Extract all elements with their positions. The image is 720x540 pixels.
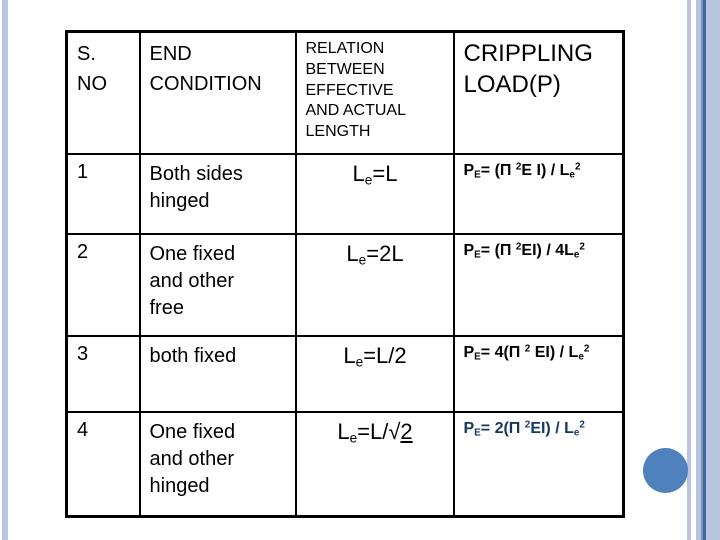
accent-circle <box>643 448 688 493</box>
left-edge-stripe <box>2 0 8 540</box>
header-cell-relation: RELATION BETWEEN EFFECTIVE AND ACTUAL LE… <box>294 30 455 155</box>
cell-r2-relation: Le=2L <box>294 232 455 337</box>
cell-r3-sno: 3 <box>65 334 141 413</box>
header-cell-sno: S. NO <box>65 30 141 155</box>
table-row-1: 1 Both sides hinged Le=L PE= (Π 2E I) / … <box>65 152 625 235</box>
header-cell-crippling-load: CRIPPLING LOAD(P) <box>452 30 625 155</box>
right-edge-stripe <box>687 0 691 540</box>
right-edge-band <box>696 0 720 540</box>
header-cell-end-condition: END CONDITION <box>138 30 297 155</box>
end-condition-table: S. NO END CONDITION RELATION BETWEEN EFF… <box>65 30 625 518</box>
cell-r2-crippling-load: PE= (Π 2EI) / 4Le2 <box>452 232 625 337</box>
cell-r1-sno: 1 <box>65 152 141 235</box>
table-row-3: 3 both fixed Le=L/2 PE= 4(Π 2 EI) / Le2 <box>65 334 625 413</box>
right-band-line-medium <box>701 0 703 540</box>
cell-r1-crippling-load: PE= (Π 2E I) / Le2 <box>452 152 625 235</box>
table-row-2: 2 One fixed and other free Le=2L PE= (Π … <box>65 232 625 337</box>
cell-r4-sno: 4 <box>65 410 141 518</box>
table-header-row: S. NO END CONDITION RELATION BETWEEN EFF… <box>65 30 625 155</box>
cell-r3-end-condition: both fixed <box>138 334 297 413</box>
cell-r1-end-condition: Both sides hinged <box>138 152 297 235</box>
cell-r3-crippling-load: PE= 4(Π 2 EI) / Le2 <box>452 334 625 413</box>
cell-r2-end-condition: One fixed and other free <box>138 232 297 337</box>
table-row-4: 4 One fixed and other hinged Le=L/√2 PE=… <box>65 410 625 518</box>
cell-r1-relation: Le=L <box>294 152 455 235</box>
cell-r4-relation: Le=L/√2 <box>294 410 455 518</box>
right-band-line-dark <box>703 0 706 540</box>
cell-r2-sno: 2 <box>65 232 141 337</box>
cell-r3-relation: Le=L/2 <box>294 334 455 413</box>
cell-r4-end-condition: One fixed and other hinged <box>138 410 297 518</box>
cell-r4-crippling-load: PE= 2(Π 2EI) / Le2 <box>452 410 625 518</box>
